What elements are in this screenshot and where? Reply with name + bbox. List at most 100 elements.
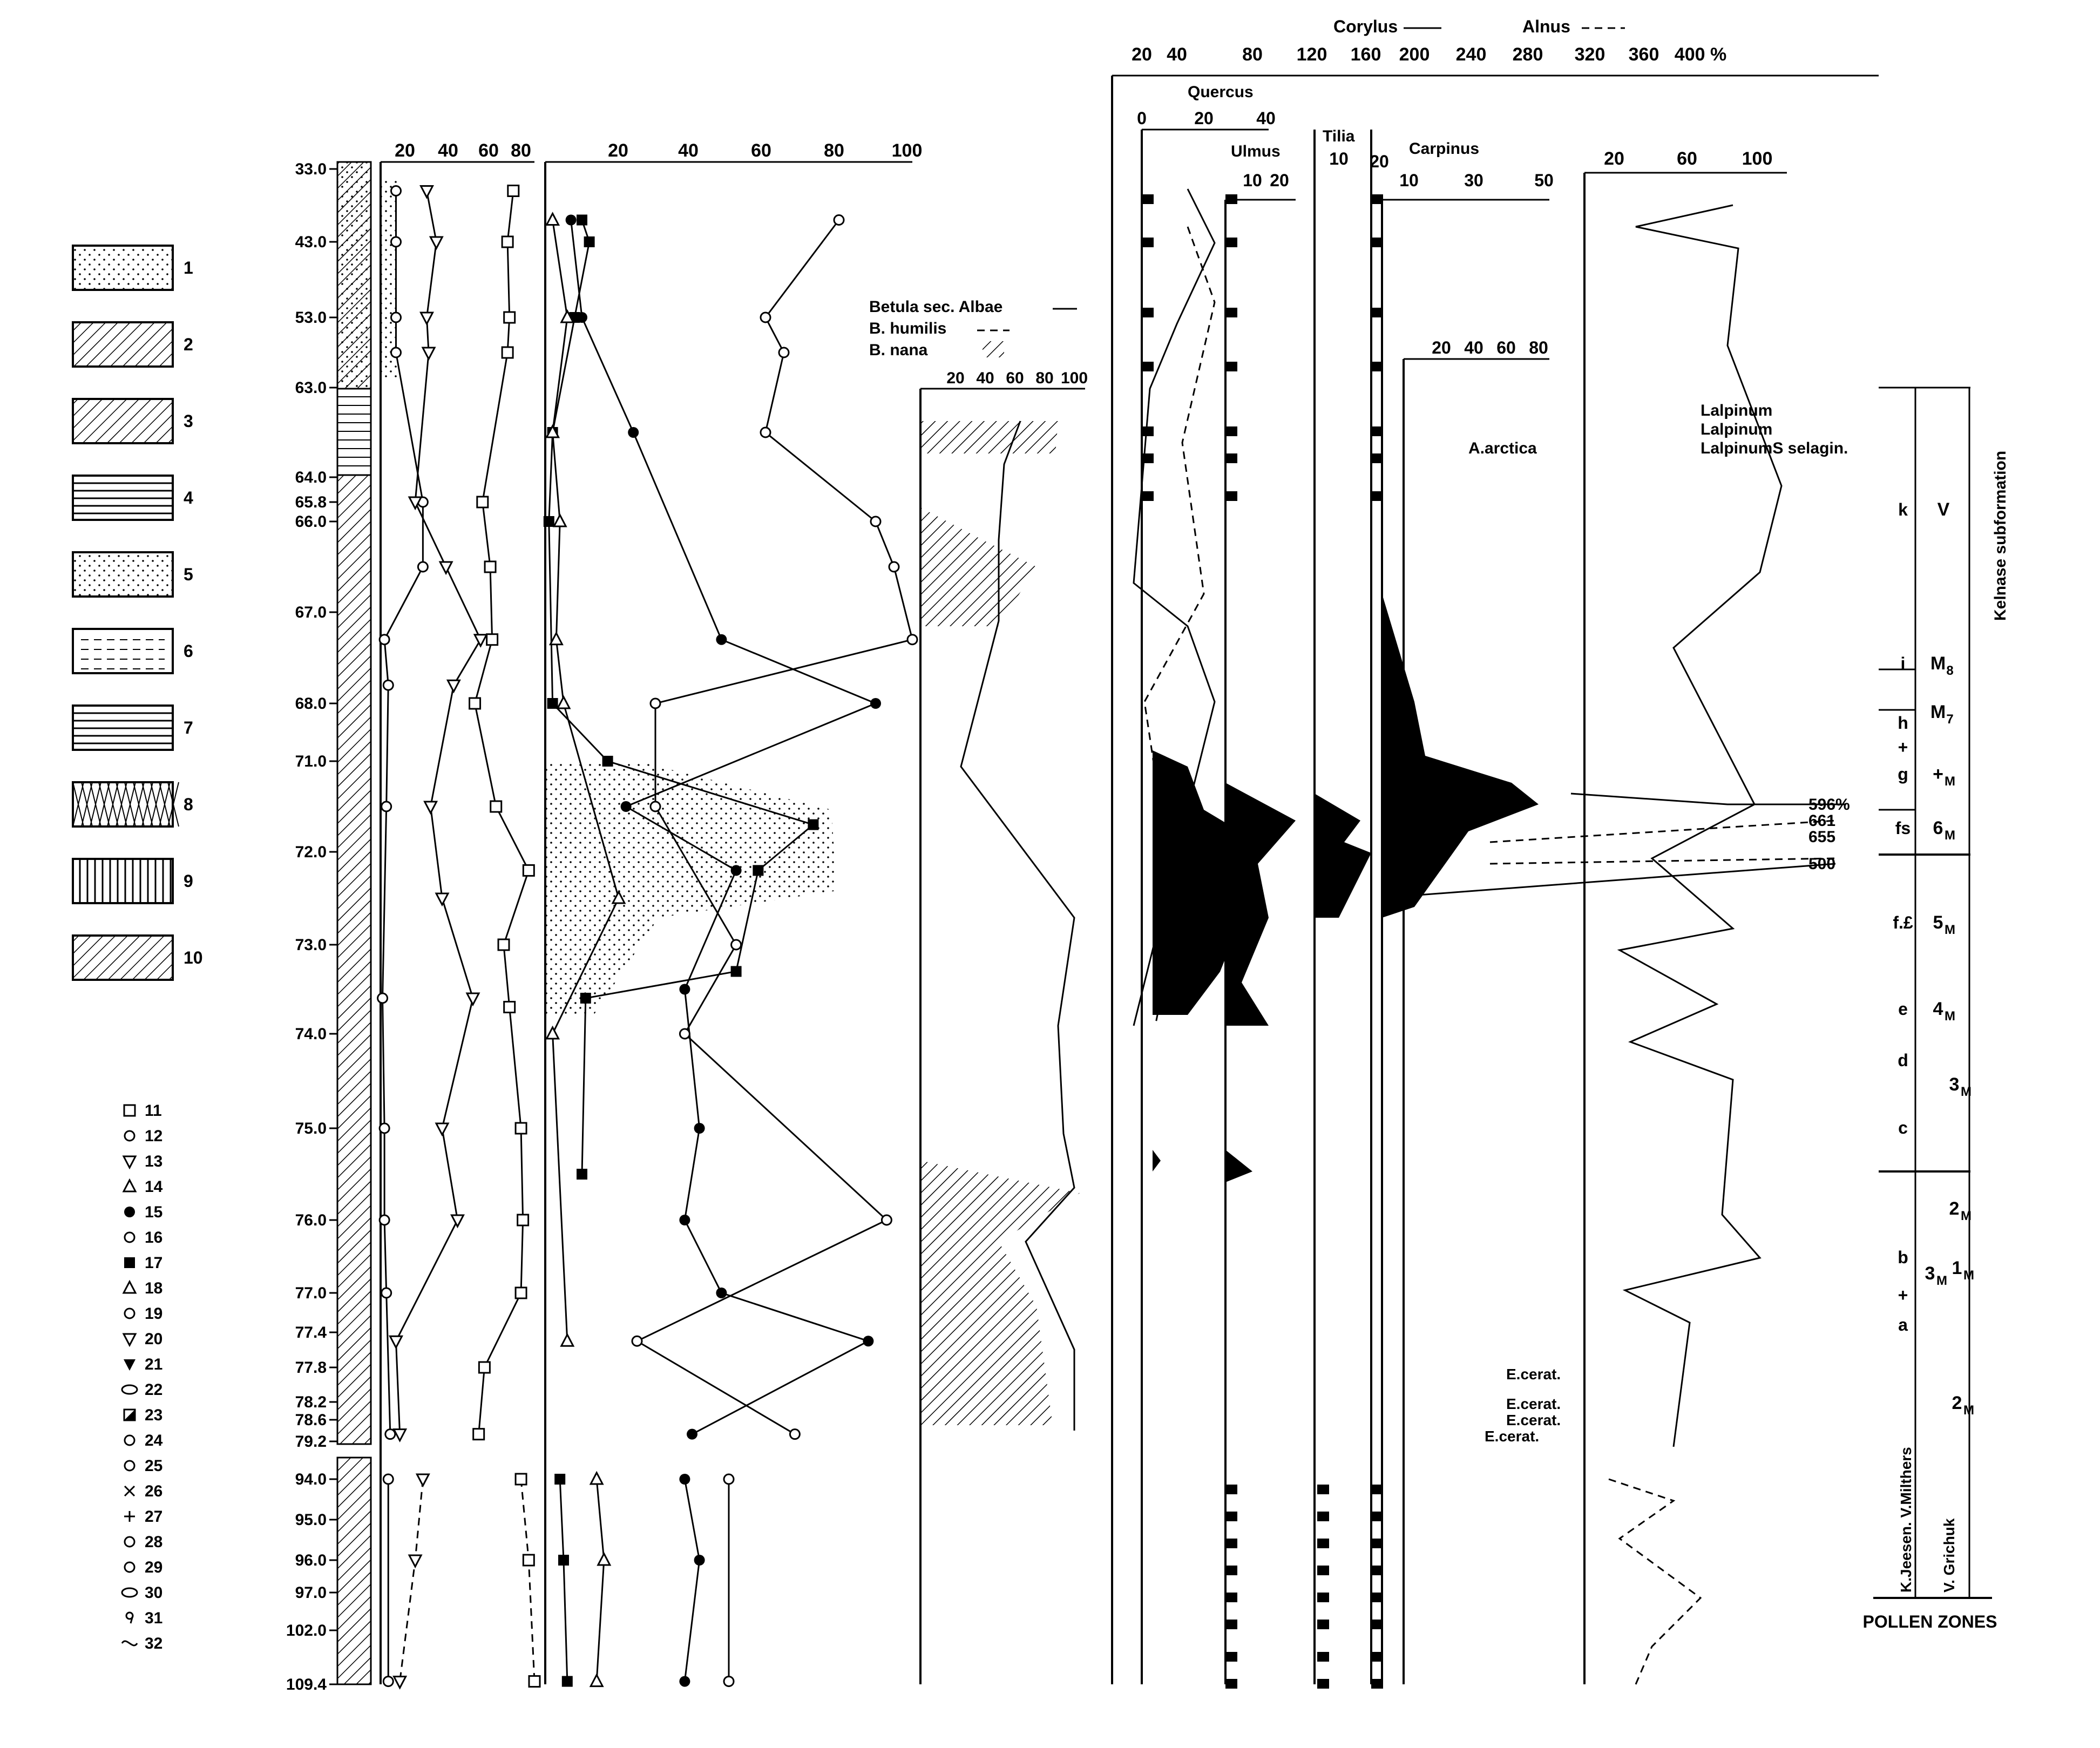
- dot-mark: [679, 984, 690, 995]
- series-line: [595, 1479, 605, 1682]
- tick-label: 0: [1137, 109, 1147, 128]
- carpinus-bar: [1371, 194, 1383, 204]
- dot-mark: [870, 698, 881, 709]
- tilia-bar: [1317, 1620, 1329, 1629]
- betula-legend: Betula sec. Albae: [869, 298, 1002, 316]
- ulmus-bar: [1225, 491, 1237, 501]
- betula-nana: [920, 507, 1037, 626]
- ellipse-mark: [121, 1384, 138, 1395]
- legend-cross: [159, 782, 171, 827]
- open-circle-mark: [124, 1434, 136, 1446]
- triangle-down-mark: [435, 1122, 450, 1137]
- zone-subscript: M: [1936, 1273, 1947, 1288]
- carpinus-bar: [1371, 1485, 1383, 1494]
- dot-mark: [730, 865, 742, 876]
- triangle-mark: [611, 890, 626, 904]
- depth-label: 97.0: [295, 1584, 327, 1602]
- tick-label: 160: [1351, 44, 1381, 65]
- legend-number: 11: [145, 1102, 162, 1120]
- labels: 33.043.053.063.064.065.866.067.068.071.0…: [145, 17, 2009, 1693]
- filled-square-mark: [577, 214, 587, 226]
- half-square-fill: [124, 1410, 135, 1420]
- corylus-title: Corylus: [1333, 17, 1398, 36]
- triangle-mark: [548, 631, 564, 646]
- square-mark: [476, 496, 489, 509]
- depth-label: 78.2: [295, 1393, 327, 1411]
- filled-square-mark: [543, 516, 554, 527]
- tick-label: 100: [892, 140, 923, 161]
- betula-nana: [920, 421, 1058, 453]
- carpinus-bar: [1371, 238, 1383, 247]
- tick-label: 60: [1677, 148, 1697, 169]
- dot-mark: [577, 312, 587, 323]
- depth-label: 33.0: [295, 160, 327, 178]
- depth-label: 43.0: [295, 233, 327, 251]
- zone-subscript: M: [1945, 774, 1955, 789]
- open-circle-mark: [381, 1287, 392, 1299]
- depth-label: 72.0: [295, 843, 327, 861]
- open-circle-mark: [382, 1473, 394, 1485]
- open-circle-mark: [378, 634, 390, 646]
- dot-mark: [694, 1123, 705, 1134]
- series-line: [635, 219, 913, 1435]
- open-circle-mark: [631, 1335, 643, 1347]
- ellipse-mark: [121, 1587, 138, 1598]
- square-mark: [123, 1104, 136, 1117]
- triangle-down-mark: [423, 801, 438, 815]
- filled-triangle-down-mark: [124, 1359, 136, 1371]
- tick-label: 240: [1456, 44, 1487, 65]
- square-mark: [486, 633, 499, 646]
- square-mark: [497, 938, 510, 951]
- triangle-down-mark: [473, 634, 488, 648]
- open-circle-mark: [679, 1028, 690, 1040]
- tilia-silhouette: [1315, 794, 1371, 918]
- betula-nana: [920, 1161, 1080, 1425]
- series-line: [399, 1479, 424, 1682]
- betula-legend: B. humilis: [869, 320, 946, 337]
- dot-mark: [620, 801, 632, 812]
- dot-mark: [679, 1215, 690, 1225]
- tick-label: 10: [1243, 171, 1262, 190]
- open-circle-mark: [390, 347, 402, 358]
- series-line: [683, 1479, 701, 1682]
- depth-label: 76.0: [295, 1211, 327, 1229]
- legend-cross: [90, 782, 101, 827]
- ulmus-bar: [1225, 1485, 1237, 1494]
- legend-cross: [72, 782, 84, 827]
- carpinus-bar: [1371, 453, 1383, 463]
- series-line: [520, 1479, 536, 1682]
- dot-mark: [679, 1676, 690, 1687]
- open-circle-mark: [124, 1536, 136, 1548]
- tick-label: 200: [1399, 44, 1430, 65]
- zone-letter: d: [1898, 1051, 1908, 1070]
- zone-letter: +: [1898, 737, 1908, 757]
- legend-box: [72, 781, 174, 828]
- tilia-bar: [1317, 1566, 1329, 1575]
- legend-cross: [141, 782, 153, 827]
- dot-mark: [694, 1555, 705, 1566]
- open-circle-mark: [378, 1122, 390, 1134]
- open-circle-mark: [649, 697, 661, 709]
- tick-label: 20: [1604, 148, 1624, 169]
- alnus-title: Alnus: [1522, 17, 1570, 36]
- open-circle-mark: [124, 1460, 136, 1472]
- open-circle-mark: [880, 1214, 892, 1226]
- legend-number: 23: [145, 1406, 162, 1424]
- carpinus-title: Carpinus: [1409, 140, 1479, 158]
- quercus-bar: [1142, 426, 1154, 436]
- legend-number: 10: [184, 948, 203, 967]
- carpinus-bar: [1371, 1652, 1383, 1662]
- filled-square-mark: [808, 819, 819, 830]
- zone-subscript: M: [1945, 828, 1955, 843]
- tick-label: 280: [1513, 44, 1543, 65]
- tick-label: 40: [1167, 44, 1187, 65]
- depth-label: 68.0: [295, 695, 327, 713]
- depth-label: 75.0: [295, 1120, 327, 1137]
- triangle-down-mark: [419, 311, 434, 326]
- open-circle-mark: [760, 311, 771, 323]
- zone-label: 5: [1933, 912, 1943, 933]
- tick-label: 100: [1061, 369, 1088, 387]
- corylus-line: [1133, 188, 1216, 1026]
- right-series: [1617, 204, 1783, 1447]
- square-mark: [514, 1286, 527, 1299]
